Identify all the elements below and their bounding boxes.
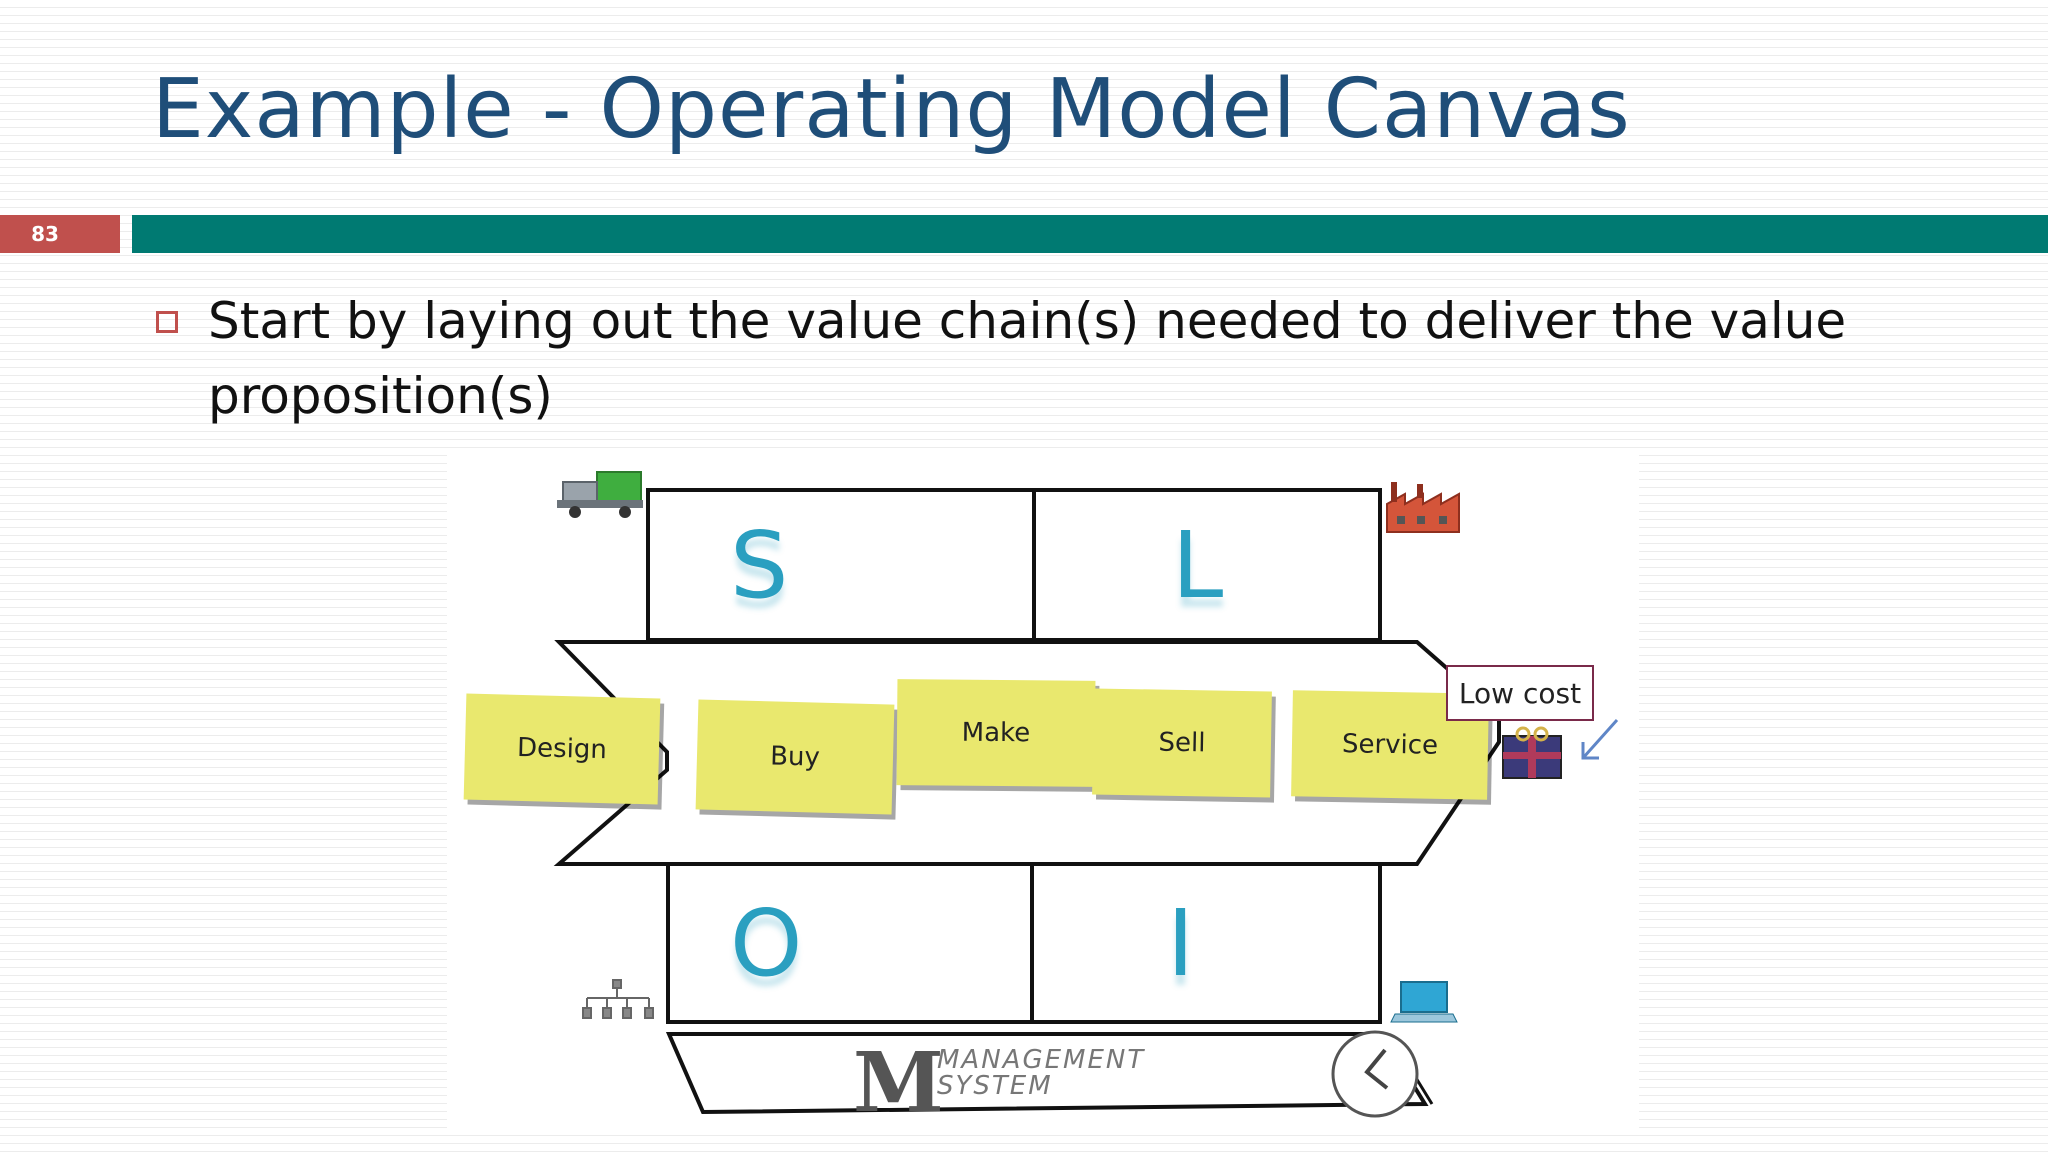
value-chain-step: Make [896,679,1096,787]
operating-model-canvas-figure: S L O I Design Buy Make Sell Service Low… [447,452,1639,1128]
value-chain-step: Buy [695,699,895,815]
value-chain-step: Sell [1092,688,1272,798]
org-chart-icon [582,979,654,1019]
management-system-line2: SYSTEM [937,1071,1053,1101]
management-system-m: M [853,1035,944,1131]
clock-icon [1331,1030,1419,1118]
slide-number-badge: 83 [0,215,120,253]
bullet-text: Start by laying out the value chain(s) n… [208,292,1847,425]
value-chain-step: Design [463,693,661,805]
gift-icon [1502,726,1562,779]
accent-bar [132,215,2048,253]
locations-box [1032,488,1382,642]
truck-icon [557,471,643,518]
factory-icon [1386,482,1460,533]
information-box [1030,862,1382,1024]
quadrant-letter-s: S [730,512,789,619]
pointer-arrow-icon [1581,718,1619,760]
management-system-line1: MANAGEMENT [937,1045,1146,1075]
quadrant-letter-o: O [730,890,803,997]
laptop-icon [1390,981,1458,1023]
slide-number: 83 [31,222,59,246]
square-bullet-icon [156,311,178,333]
quadrant-letter-l: L [1172,512,1224,619]
organisation-box [666,862,1034,1024]
value-proposition-label: Low cost [1446,665,1594,721]
bullet-point: Start by laying out the value chain(s) n… [156,284,1856,434]
management-system-band [665,1032,1429,1115]
value-proposition-text: Low cost [1458,676,1582,710]
quadrant-letter-i: I [1167,890,1195,997]
suppliers-box [646,488,1036,642]
slide-title: Example - Operating Model Canvas [152,62,1631,157]
